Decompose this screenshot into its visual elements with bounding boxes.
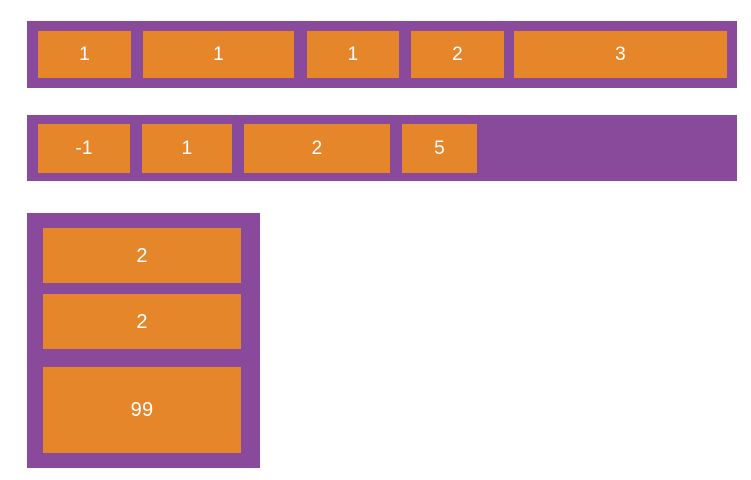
flex-container-row-one: 1 1 1 2 3 [27,21,737,88]
flex-item: 2 [411,31,504,78]
flex-item: 99 [43,367,241,453]
flex-container-column-three: 2 2 99 [27,213,260,468]
flex-item: -1 [38,123,130,173]
flex-item: 3 [514,31,727,78]
flex-item: 1 [38,31,131,78]
flex-container-row-two: -1 1 2 5 [27,115,737,181]
flex-item: 2 [43,294,241,349]
flex-item: 2 [244,123,390,173]
flex-item: 5 [402,123,477,173]
flex-item: 1 [142,123,232,173]
flex-item: 2 [43,228,241,283]
flex-item: 1 [307,31,399,78]
flex-item: 1 [143,31,294,78]
